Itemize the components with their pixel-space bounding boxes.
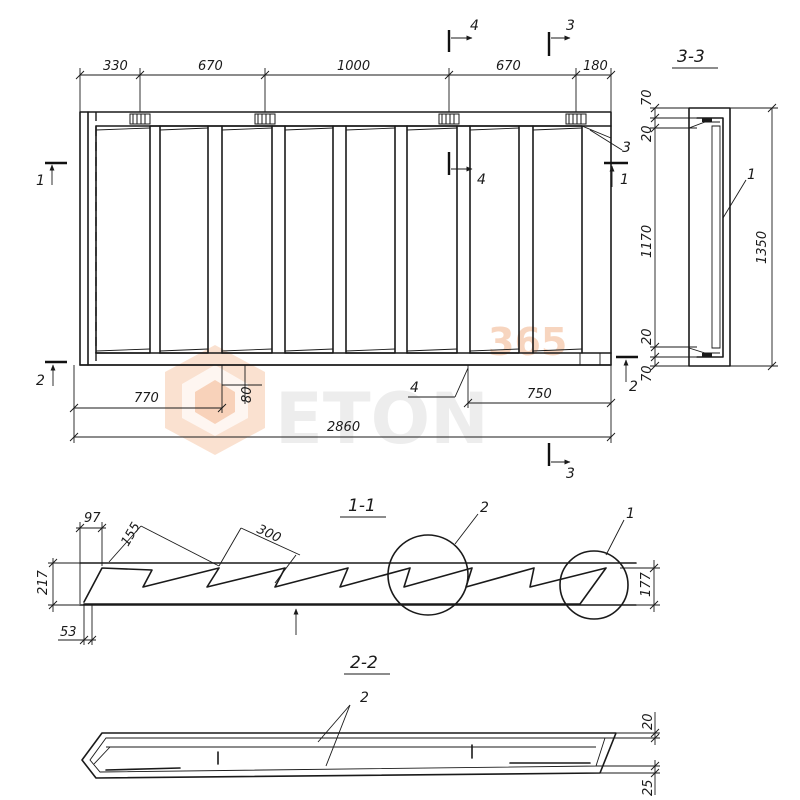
dim-770: 770 — [134, 391, 159, 406]
section-3-3-leader-1: 1 — [747, 167, 756, 183]
plan-view: 330 670 1000 670 180 770 80 750 2860 — [36, 18, 638, 482]
section-1-1: 1-1 2 1 97 155 300 21 — [36, 496, 660, 645]
section-cut-marks: 1 1 2 2 4 4 3 — [36, 18, 638, 482]
plan-top-dimensions: 330 670 1000 670 180 — [75, 59, 616, 112]
dim-53: 53 — [60, 625, 77, 640]
section-mark-1-right: 1 — [620, 172, 629, 188]
dim-300: 300 — [254, 522, 283, 546]
watermark-number: 365 — [488, 320, 567, 364]
dim-670-right: 670 — [496, 59, 521, 74]
section-3-3: 3-3 70 20 1170 20 70 1350 1 — [640, 47, 778, 382]
dim-1170: 1170 — [640, 225, 655, 258]
dim-2860: 2860 — [327, 420, 360, 435]
dim-70-top: 70 — [640, 89, 655, 106]
section-mark-3-top: 3 — [566, 18, 575, 34]
dim-25: 25 — [641, 779, 656, 796]
dim-177: 177 — [639, 571, 654, 597]
section-mark-1-left: 1 — [36, 173, 45, 189]
section-1-1-title: 1-1 — [348, 496, 376, 516]
watermark-text: ETON — [275, 378, 489, 460]
plan-steps — [95, 125, 612, 354]
stringer-outline — [81, 732, 617, 779]
watermark-logo-icon — [165, 345, 265, 455]
embedded-plates — [129, 113, 587, 125]
dim-1350: 1350 — [755, 231, 770, 264]
dim-1000: 1000 — [337, 59, 370, 74]
section-mark-3-bottom: 3 — [566, 466, 575, 482]
leader-4: 4 — [410, 380, 419, 396]
dim-180: 180 — [583, 59, 608, 74]
dim-155: 155 — [118, 520, 143, 549]
section-mark-4-mid: 4 — [477, 172, 486, 188]
plan-bottom-dimensions: 770 80 750 2860 — [69, 365, 616, 443]
detail-circle-2 — [387, 534, 469, 616]
dim-70-bottom: 70 — [640, 365, 655, 382]
dim-97: 97 — [84, 511, 101, 526]
section-2-2-leader-2: 2 — [360, 690, 369, 706]
section-mark-4-top: 4 — [470, 18, 479, 34]
dim-20-bottom: 20 — [640, 328, 655, 345]
watermark: 365 ETON — [165, 320, 567, 460]
dim-20-top: 20 — [640, 125, 655, 142]
dim-80: 80 — [240, 386, 255, 403]
dim-670-left: 670 — [198, 59, 223, 74]
section-2-2-title: 2-2 — [350, 653, 378, 673]
dim-330: 330 — [103, 59, 128, 74]
section-mark-2-left: 2 — [36, 373, 45, 389]
dim-750: 750 — [527, 387, 552, 402]
section-2-2: 2-2 2 20 25 — [81, 653, 660, 796]
detail-circle-1 — [559, 550, 629, 620]
section-3-3-title: 3-3 — [677, 47, 705, 67]
section-mark-2-right: 2 — [629, 379, 638, 395]
dim-20-2-2: 20 — [641, 713, 656, 730]
plan-leaders: 3 4 — [408, 129, 631, 398]
leader-3: 3 — [622, 140, 631, 156]
section-1-1-leader-1: 1 — [626, 506, 635, 522]
channel-outline — [688, 107, 731, 367]
dim-217: 217 — [36, 569, 51, 595]
section-1-1-leader-2: 2 — [480, 500, 489, 516]
